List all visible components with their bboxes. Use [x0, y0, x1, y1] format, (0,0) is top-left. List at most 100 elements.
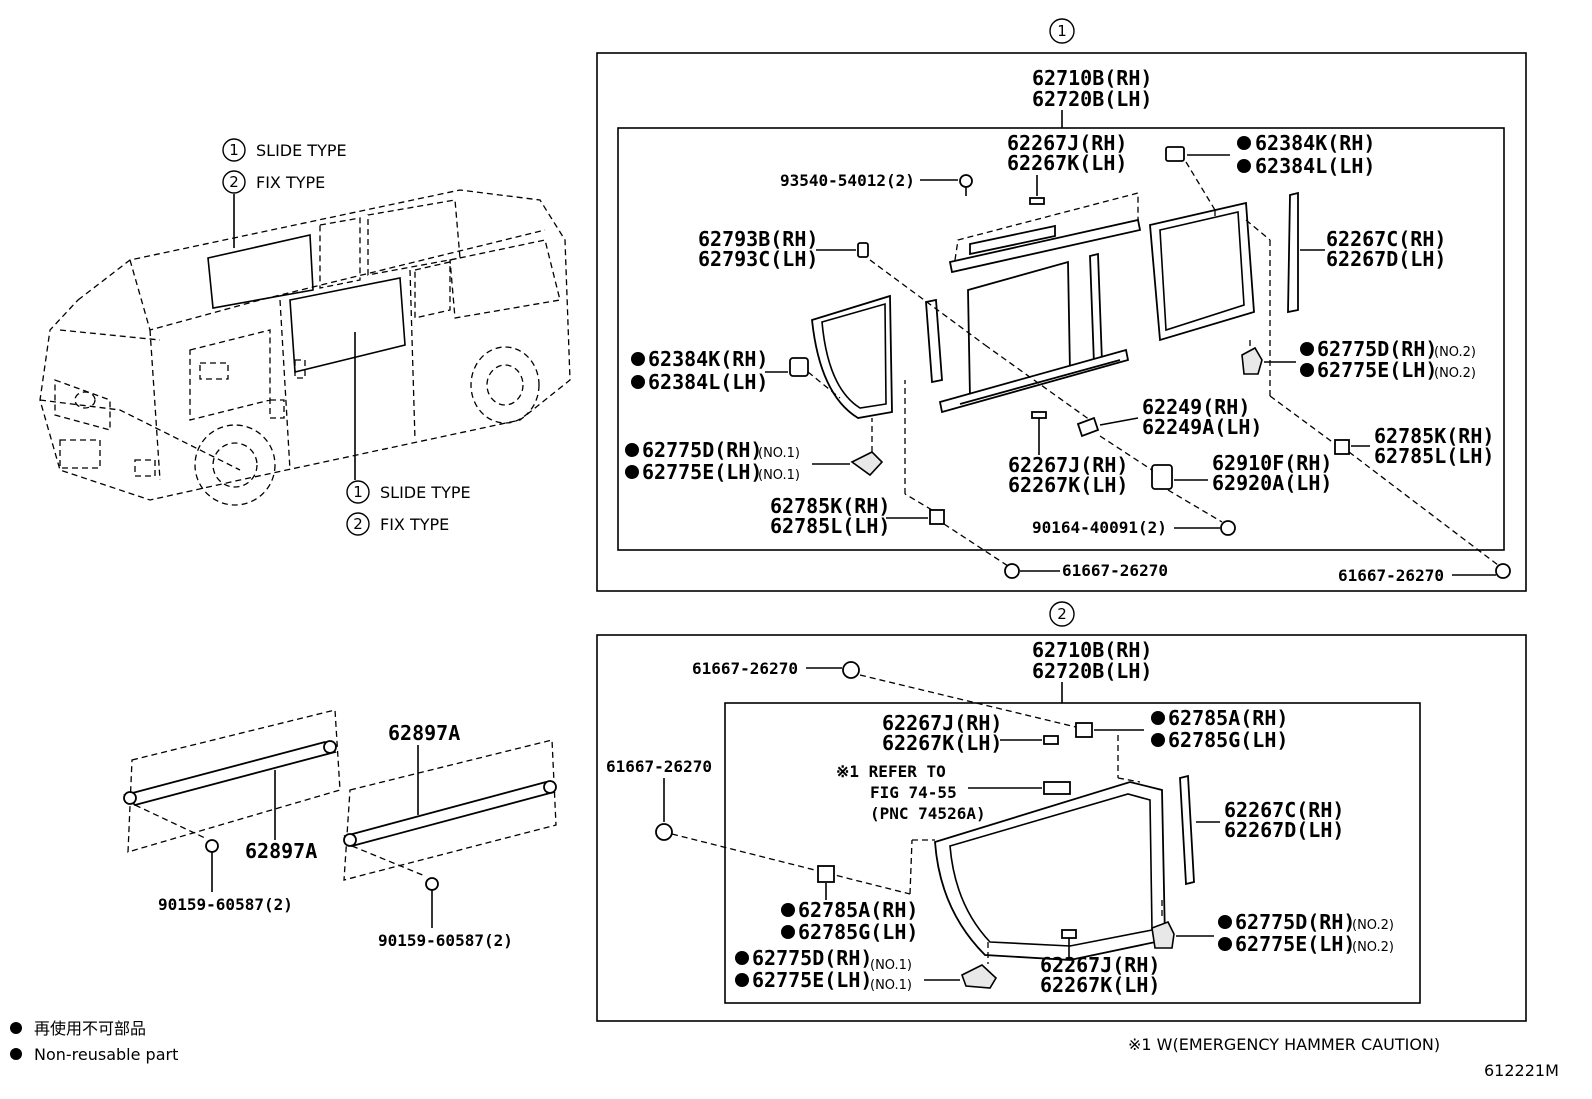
part-label: 62785L(LH) [1374, 444, 1494, 468]
part-label: 62793C(LH) [698, 247, 818, 271]
part-label: 62267J(RH) [882, 711, 1002, 735]
part-label: 62267K(LH) [1007, 151, 1127, 175]
part-label: 62920A(LH) [1212, 471, 1332, 495]
part-label: Non-reusable part [34, 1045, 178, 1064]
van-legend-bottom: 1 SLIDE TYPE 2 FIX TYPE [346, 480, 471, 536]
part-label: 62384K(RH) [648, 347, 768, 371]
part-label: 62720B(LH) [1032, 659, 1152, 683]
part-label: 93540-54012(2) [780, 171, 915, 190]
slide-type-header: 62710B(RH) 62720B(LH) [1032, 66, 1152, 128]
part-label: 62720B(LH) [1032, 87, 1152, 111]
part-label: (NO.2) [1352, 918, 1394, 933]
section-slide-marker: 1 [1057, 22, 1067, 40]
part-label: (NO.2) [1434, 345, 1476, 360]
non-reusable-dot-icon [735, 951, 749, 965]
part-label: (NO.1) [870, 958, 912, 973]
part-label: 90164-40091(2) [1032, 518, 1167, 537]
non-reusable-dot-icon [735, 973, 749, 987]
part-label: 61667-26270 [606, 757, 712, 776]
part-label: 62785K(RH) [1374, 424, 1494, 448]
section-fix-marker: 2 [1057, 605, 1067, 623]
part-label: 90159-60587(2) [378, 931, 513, 950]
part-label: 62267J(RH) [1007, 131, 1127, 155]
legend-num: 2 [229, 173, 239, 191]
part-label: 62897A [388, 721, 460, 745]
non-reusable-dot-icon [1151, 733, 1165, 747]
non-reusable-dot-icon [625, 465, 639, 479]
legend-num: 1 [229, 141, 239, 159]
part-label: 61667-26270 [1338, 566, 1444, 585]
part-label: 62267C(RH) [1326, 227, 1446, 251]
non-reusable-dot-icon [1237, 136, 1251, 150]
legend-fix-type: FIX TYPE [256, 173, 325, 192]
part-label: 62267J(RH) [1008, 453, 1128, 477]
part-label: 62267C(RH) [1224, 798, 1344, 822]
part-label: (NO.1) [758, 468, 800, 483]
non-reusable-dot-icon [1151, 711, 1165, 725]
fix-type-inner-frame [724, 702, 1421, 1004]
part-label: 90159-60587(2) [158, 895, 293, 914]
part-label: (NO.2) [1352, 940, 1394, 955]
legend-num: 2 [353, 515, 363, 533]
legend-slide-type: SLIDE TYPE [380, 483, 471, 502]
part-label: 再使用不可部品 [34, 1019, 146, 1038]
part-label: (NO.1) [758, 446, 800, 461]
part-label: 62775D(RH) [1235, 910, 1355, 934]
fix-type-header: 62710B(RH) 62720B(LH) [1032, 638, 1152, 703]
part-label: 62384L(LH) [1255, 154, 1375, 178]
moulding-labels: 62897A 62897A 90159-60587(2) 90159-60587… [158, 721, 513, 950]
non-reusable-dot-icon [1300, 363, 1314, 377]
non-reusable-dot-icon [625, 443, 639, 457]
part-label: 61667-26270 [1062, 561, 1168, 580]
part-label: 62785G(LH) [798, 920, 918, 944]
non-reusable-dot-icon [1218, 937, 1232, 951]
legend-fix-type: FIX TYPE [380, 515, 449, 534]
fix-type-outer-frame [596, 634, 1527, 1022]
part-label: 62785K(RH) [770, 494, 890, 518]
part-label: 62785G(LH) [1168, 728, 1288, 752]
part-label: 62267D(LH) [1326, 247, 1446, 271]
part-label: 62785L(LH) [770, 514, 890, 538]
non-reusable-dot-icon [1237, 159, 1251, 173]
part-label: 62775D(RH) [752, 946, 872, 970]
part-label: 62267K(LH) [1008, 473, 1128, 497]
footnote: ※1 W(EMERGENCY HAMMER CAUTION) [1128, 1035, 1440, 1054]
part-label: 62793B(RH) [698, 227, 818, 251]
part-label: ※1 REFER TO [836, 762, 946, 781]
non-reusable-dot-icon [10, 1048, 22, 1060]
figure-id: 612221M [1484, 1061, 1559, 1080]
part-label: 62249A(LH) [1142, 415, 1262, 439]
legend-slide-type: SLIDE TYPE [256, 141, 347, 160]
legend-num: 1 [353, 483, 363, 501]
fix-type-parts [655, 661, 1220, 989]
van-legend-top: 1 SLIDE TYPE 2 FIX TYPE [222, 138, 347, 194]
part-label: 61667-26270 [692, 659, 798, 678]
part-label: 62775D(RH) [642, 438, 762, 462]
non-reusable-dot-icon [631, 375, 645, 389]
non-reusable-dot-icon [631, 352, 645, 366]
moulding-parts [123, 709, 557, 928]
non-reusable-dot-icon [1218, 915, 1232, 929]
non-reusable-legend: 再使用不可部品 Non-reusable part [10, 1019, 178, 1064]
non-reusable-dot-icon [10, 1022, 22, 1034]
part-label: (PNC 74526A) [870, 804, 986, 823]
part-label: 62775E(LH) [1235, 932, 1355, 956]
part-label: 62785A(RH) [798, 898, 918, 922]
part-label: 62267D(LH) [1224, 818, 1344, 842]
part-label: 62249(RH) [1142, 395, 1250, 419]
part-label: 62384K(RH) [1255, 131, 1375, 155]
part-label: 62267K(LH) [1040, 973, 1160, 997]
part-label: 62710B(RH) [1032, 638, 1152, 662]
part-label: FIG 74-55 [870, 783, 957, 802]
part-label: 62775E(LH) [752, 968, 872, 992]
part-label: 62775E(LH) [1317, 358, 1437, 382]
part-label: 62775D(RH) [1317, 337, 1437, 361]
van-illustration [39, 189, 571, 506]
slide-type-outer-frame [596, 52, 1527, 592]
part-label: 62384L(LH) [648, 370, 768, 394]
non-reusable-dot-icon [781, 903, 795, 917]
part-label: 62897A [245, 839, 317, 863]
slide-type-parts [765, 146, 1511, 579]
part-label: 62910F(RH) [1212, 451, 1332, 475]
